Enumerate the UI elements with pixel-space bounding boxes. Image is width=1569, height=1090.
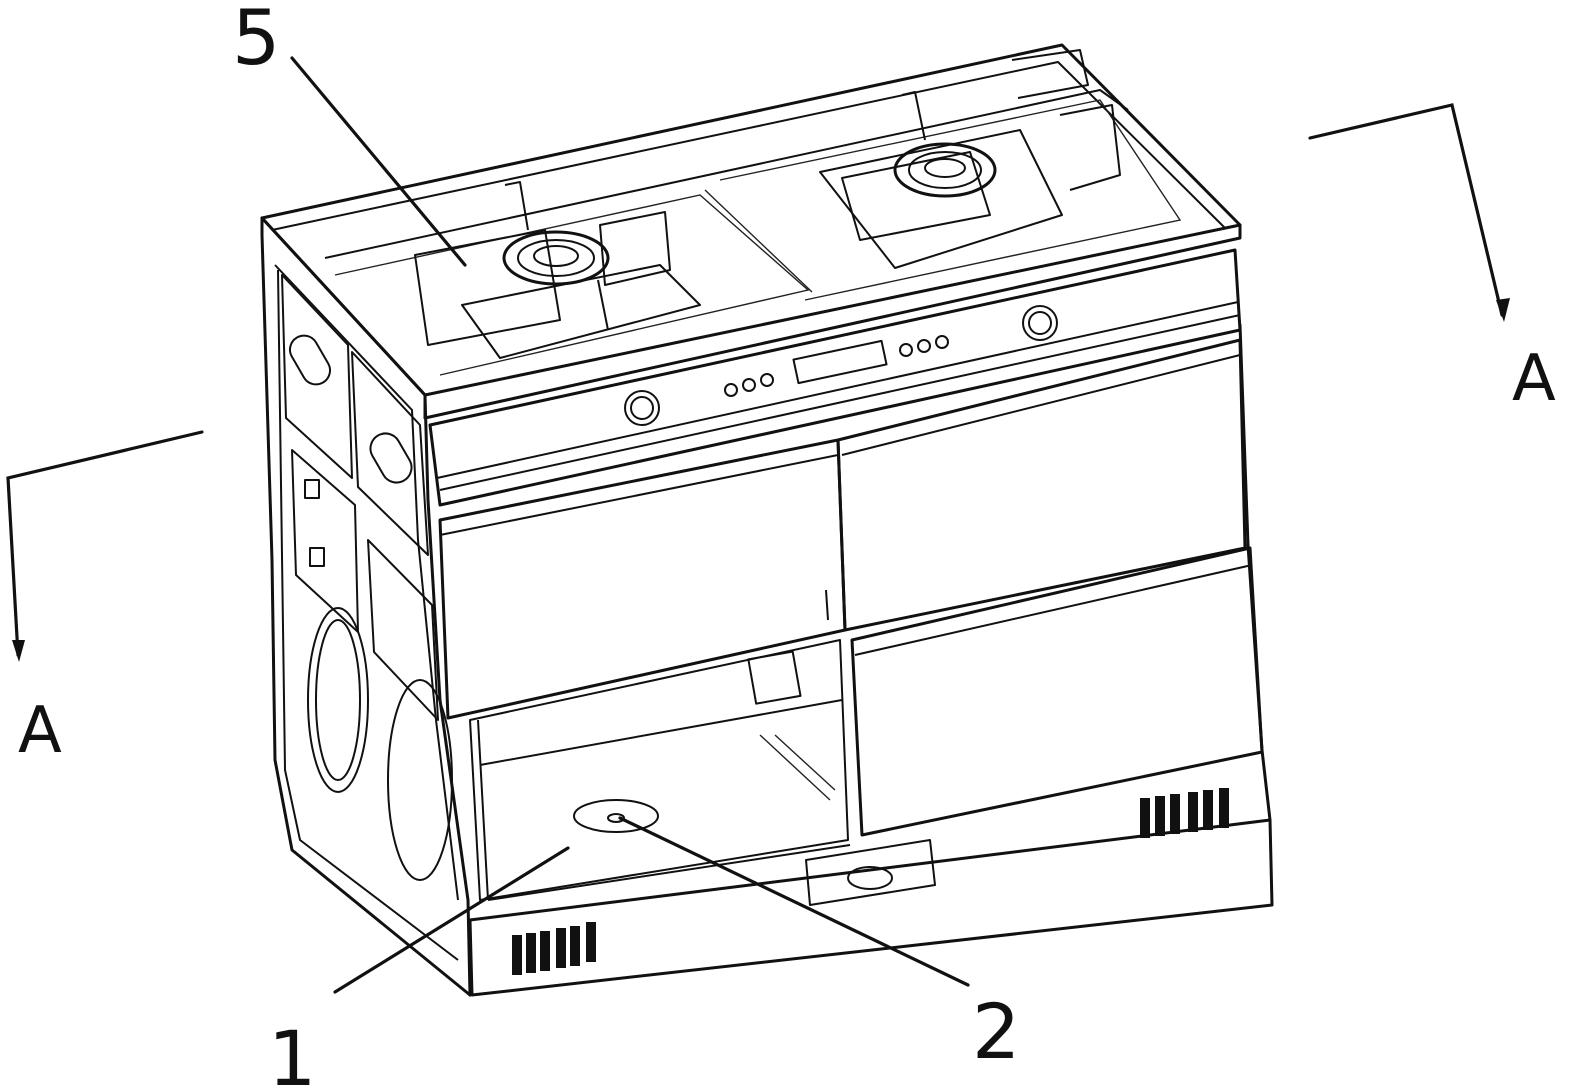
right-vent-grille <box>1140 788 1229 838</box>
drawers <box>438 338 1264 837</box>
section-marker-right: A <box>1308 103 1556 416</box>
left-vent-grille <box>512 922 596 975</box>
leader-line-1 <box>333 846 570 994</box>
section-marker-left: A <box>6 430 204 768</box>
section-label-left: A <box>18 694 62 768</box>
side-panel-cutouts <box>281 274 453 881</box>
control-panel <box>428 248 1242 507</box>
right-burner <box>819 91 1121 269</box>
section-label-right: A <box>1512 342 1556 416</box>
leader-line-2 <box>618 816 970 987</box>
cooktop <box>260 43 1242 420</box>
open-compartment <box>469 639 851 901</box>
callout-2: 2 <box>618 816 1020 1076</box>
left-burner <box>414 181 701 359</box>
callout-label-2: 2 <box>972 987 1020 1076</box>
leader-line-5 <box>290 56 467 267</box>
callout-label-5: 5 <box>232 0 280 82</box>
plinth-details <box>512 788 1229 975</box>
callout-5: 5 <box>232 0 467 267</box>
callout-1: 1 <box>268 846 570 1090</box>
callout-label-1: 1 <box>268 1014 316 1090</box>
